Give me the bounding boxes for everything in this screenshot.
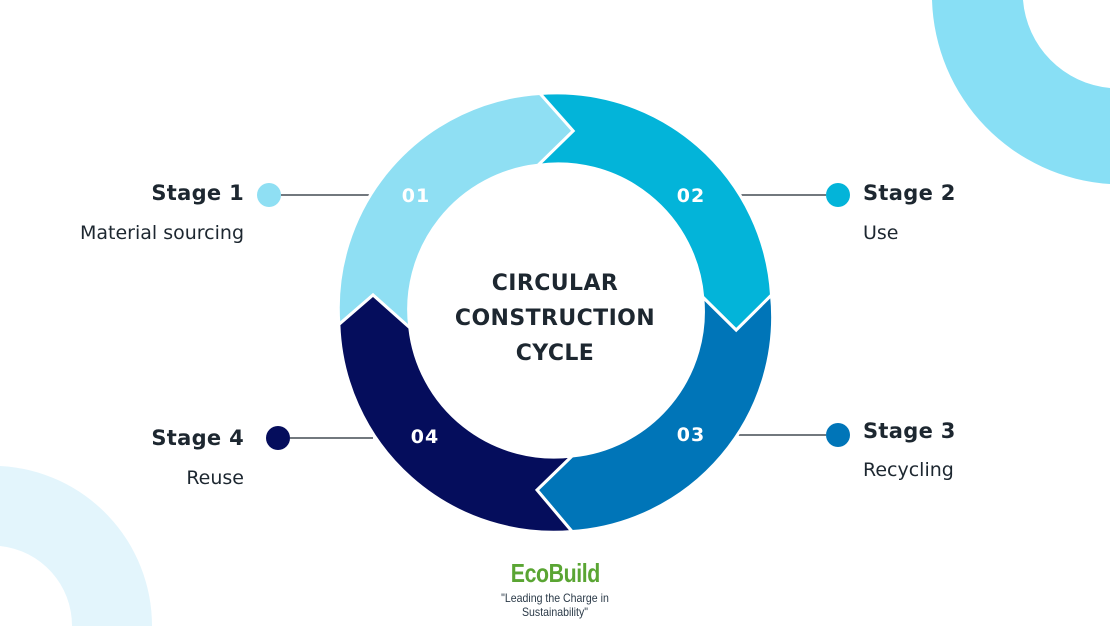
- brand-logo: EcoBuild: [510, 558, 600, 588]
- center-title-line-3: CYCLE: [515, 341, 595, 366]
- stage-3-description: Recycling: [863, 459, 954, 481]
- segment-number-03: 03: [677, 424, 705, 446]
- segment-04: [337, 293, 577, 534]
- cycle-ring: [336, 91, 775, 534]
- segment-02: [533, 91, 774, 333]
- decor-arc-bottom-left: [0, 466, 153, 626]
- center-title: CIRCULAR CONSTRUCTION CYCLE: [415, 266, 695, 371]
- stage-1-title: Stage 1: [151, 181, 244, 205]
- stage-1-description: Material sourcing: [79, 222, 244, 244]
- decor-arc-top-right: [932, 0, 1110, 184]
- stage-1-dot: [257, 183, 281, 207]
- segment-number-02: 02: [677, 185, 705, 207]
- stage-4-description: Reuse: [186, 467, 244, 489]
- center-title-line-2: CONSTRUCTION: [454, 306, 656, 331]
- center-title-line-1: CIRCULAR: [491, 271, 619, 296]
- stage-2-description: Use: [863, 222, 899, 244]
- segment-number-01: 01: [402, 185, 430, 207]
- connector-lines: [281, 194, 826, 439]
- brand-footer: EcoBuild "Leading the Charge in Sustaina…: [455, 558, 655, 621]
- segment-03: [534, 291, 775, 534]
- brand-tagline: "Leading the Charge in Sustainability": [501, 591, 609, 619]
- segment-number-04: 04: [411, 426, 439, 448]
- stage-2-dot: [826, 183, 850, 207]
- stage-3-dot: [826, 423, 850, 447]
- stage-2-title: Stage 2: [863, 181, 956, 205]
- stage-4-title: Stage 4: [151, 426, 244, 450]
- stage-3-title: Stage 3: [863, 419, 956, 443]
- stage-4-dot: [266, 426, 290, 450]
